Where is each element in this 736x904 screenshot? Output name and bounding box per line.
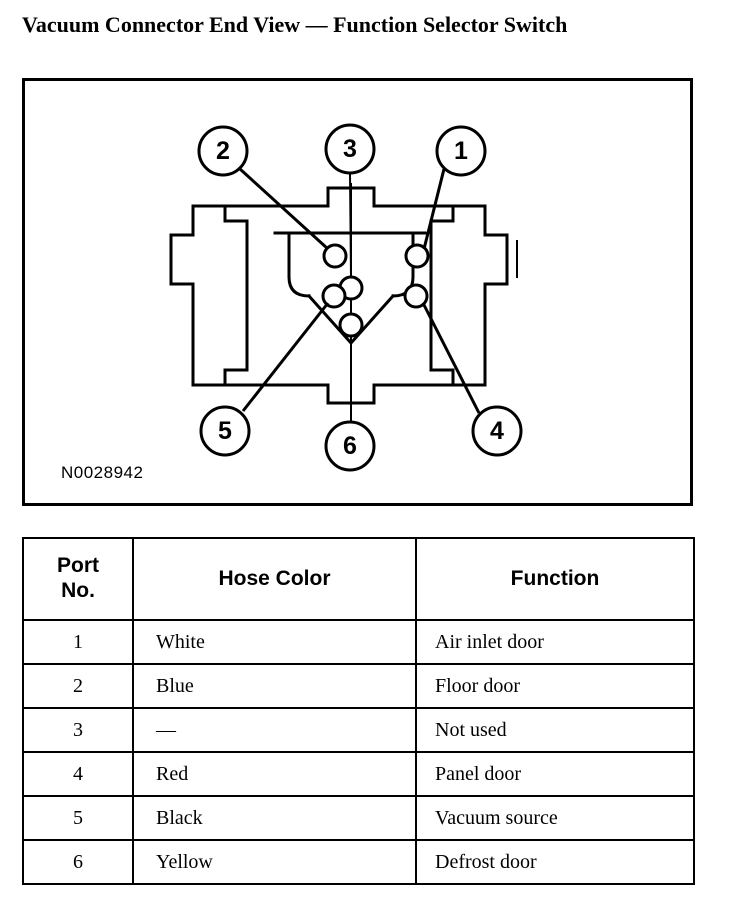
- leader-line-2: [238, 167, 330, 251]
- table-body: 1 White Air inlet door 2 Blue Floor door…: [22, 619, 695, 885]
- cell-function: Defrost door: [415, 839, 695, 885]
- left-side-tab: [169, 233, 195, 286]
- right-side-tab: [483, 233, 509, 286]
- table-row: 2 Blue Floor door: [22, 663, 695, 709]
- column-header-hose-color: Hose Color: [132, 537, 417, 621]
- cell-hose-color: White: [132, 619, 417, 665]
- callout-1: 1: [435, 125, 487, 177]
- cell-function: Floor door: [415, 663, 695, 709]
- cell-port-no: 4: [22, 751, 134, 797]
- cell-hose-color: Red: [132, 751, 417, 797]
- table-row: 3 — Not used: [22, 707, 695, 753]
- port-no-line2: No.: [61, 579, 95, 602]
- leader-lines-group: [238, 167, 481, 422]
- cell-port-no: 1: [22, 619, 134, 665]
- cell-port-no: 6: [22, 839, 134, 885]
- table-row: 4 Red Panel door: [22, 751, 695, 797]
- callout-2: 2: [197, 125, 249, 177]
- cell-hose-color: Yellow: [132, 839, 417, 885]
- cell-port-no: 5: [22, 795, 134, 841]
- table-row: 1 White Air inlet door: [22, 619, 695, 665]
- cell-hose-color: Black: [132, 795, 417, 841]
- port-hole-1: [404, 243, 430, 269]
- callout-label-4: 4: [490, 417, 504, 445]
- corner-step-top-left: [223, 204, 249, 223]
- cell-function: Not used: [415, 707, 695, 753]
- table-header-row: Port No. Hose Color Function: [22, 537, 695, 621]
- callout-label-6: 6: [343, 432, 357, 460]
- leader-line-1: [422, 168, 446, 250]
- cell-port-no: 2: [22, 663, 134, 709]
- column-header-port-no: Port No.: [22, 537, 134, 621]
- leader-line-5: [241, 302, 330, 412]
- column-header-function: Function: [415, 537, 695, 621]
- port-hole-6: [338, 312, 364, 338]
- corner-step-bottom-right: [429, 368, 455, 387]
- figure-reference-id: N0028942: [61, 463, 144, 482]
- port-holes-group: [321, 243, 430, 338]
- page-title: Vacuum Connector End View — Function Sel…: [22, 12, 568, 37]
- corner-step-top-right: [429, 204, 455, 223]
- leader-line-4: [421, 302, 481, 414]
- callout-4: 4: [471, 405, 523, 457]
- callout-label-1: 1: [454, 137, 468, 165]
- port-function-table: Port No. Hose Color Function 1 White Air…: [22, 537, 695, 885]
- callout-label-3: 3: [343, 135, 357, 163]
- port-hole-2: [322, 243, 348, 269]
- connector-end-view-diagram: 2 3 1 5 6: [169, 123, 523, 472]
- cell-function: Panel door: [415, 751, 695, 797]
- callout-5: 5: [199, 405, 251, 457]
- table-row: 5 Black Vacuum source: [22, 795, 695, 841]
- port-hole-5: [321, 283, 347, 309]
- callout-label-2: 2: [216, 137, 230, 165]
- port-hole-4: [403, 283, 429, 309]
- table-row: 6 Yellow Defrost door: [22, 839, 695, 885]
- cell-hose-color: —: [132, 707, 417, 753]
- figure-container: 2 3 1 5 6: [22, 78, 693, 506]
- callout-3: 3: [324, 123, 376, 175]
- port-no-line1: Port: [57, 554, 99, 578]
- callouts-group: 2 3 1 5 6: [197, 123, 523, 472]
- callout-label-5: 5: [218, 417, 232, 445]
- corner-step-bottom-left: [223, 368, 249, 387]
- cell-function: Air inlet door: [415, 619, 695, 665]
- callout-6: 6: [324, 420, 376, 472]
- cavity-left-wall: [287, 231, 311, 298]
- cell-hose-color: Blue: [132, 663, 417, 709]
- cell-function: Vacuum source: [415, 795, 695, 841]
- leader-line-3: [349, 172, 352, 278]
- cell-port-no: 3: [22, 707, 134, 753]
